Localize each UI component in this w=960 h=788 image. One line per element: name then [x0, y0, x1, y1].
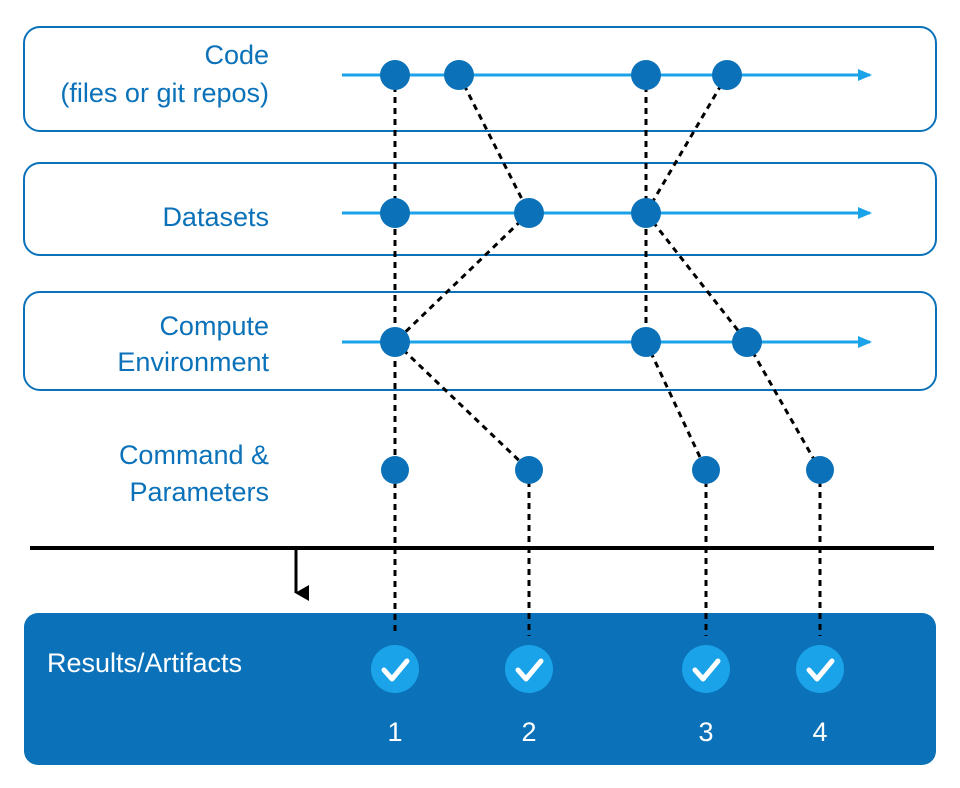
check-circle-icon	[371, 645, 419, 693]
result-number-2: 2	[521, 717, 536, 747]
compute-label-line2: Environment	[117, 347, 269, 377]
result-number-3: 3	[698, 717, 713, 747]
dependency-links	[393, 74, 822, 636]
dataset-node-3	[631, 198, 661, 228]
run-2-compute-to-command	[393, 340, 531, 472]
results-label: Results/Artifacts	[47, 648, 242, 678]
compute-node-3	[732, 327, 762, 357]
code-node-3	[631, 60, 661, 90]
check-circle-icon	[682, 645, 730, 693]
command-label-line1: Command &	[119, 440, 269, 470]
command-node-1	[381, 456, 409, 484]
code-label-line1: Code	[204, 40, 269, 70]
run-2-code-to-dataset	[457, 74, 531, 214]
check-circle-icon	[505, 645, 553, 693]
run-4-compute-to-command	[745, 341, 822, 471]
results-panel	[24, 613, 936, 765]
code-node-4	[712, 60, 742, 90]
command-node-4	[806, 456, 834, 484]
dataset-node-1	[380, 198, 410, 228]
run-4-code-to-dataset	[644, 74, 729, 214]
check-mark-icon	[806, 658, 835, 682]
compute-label-line1: Compute	[159, 311, 269, 341]
nodes	[380, 60, 834, 484]
datasets-label: Datasets	[162, 202, 269, 232]
datasets-panel	[23, 162, 937, 256]
result-number-4: 4	[812, 717, 827, 747]
command-node-2	[515, 456, 543, 484]
check-mark-icon	[381, 658, 410, 682]
check-circle-icon	[796, 645, 844, 693]
check-circle-icon	[505, 645, 553, 693]
compute-node-2	[631, 327, 661, 357]
dataset-node-2	[514, 198, 544, 228]
run-3-compute-to-command	[644, 341, 708, 471]
code-node-2	[444, 60, 474, 90]
command-label-line2: Parameters	[129, 477, 269, 507]
check-mark-icon	[515, 658, 544, 682]
check-mark-icon	[692, 658, 721, 682]
command-node-3	[692, 456, 720, 484]
check-circle-icon	[682, 645, 730, 693]
result-number-1: 1	[387, 717, 402, 747]
run-2-dataset-to-compute	[393, 211, 531, 344]
compute-node-1	[380, 327, 410, 357]
code-label-line2: (files or git repos)	[60, 78, 269, 108]
check-circle-icon	[796, 645, 844, 693]
code-node-1	[380, 60, 410, 90]
check-circle-icon	[371, 645, 419, 693]
run-4-dataset-to-compute	[644, 212, 749, 343]
